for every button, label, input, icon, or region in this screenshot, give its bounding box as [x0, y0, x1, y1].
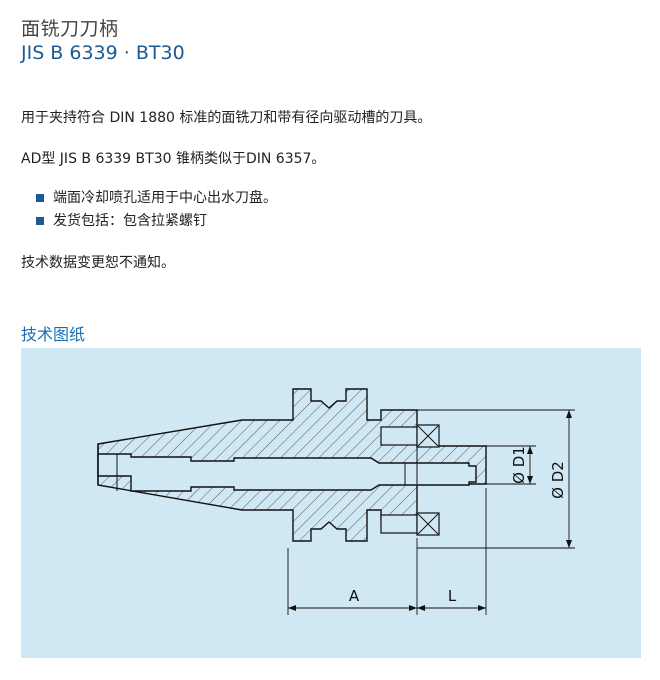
- d1-label: Ø D1: [510, 446, 528, 484]
- arrow-icon: [478, 605, 486, 611]
- coolant-hole-lower: [380, 514, 418, 534]
- description-paragraph-1: 用于夹持符合 DIN 1880 标准的面铣刀和带有径向驱动槽的刀具。: [21, 110, 432, 126]
- l-label: L: [448, 587, 457, 605]
- feature-list: 端面冷却喷孔适用于中心出水刀盘。 发货包括：包含拉紧螺钉: [36, 186, 277, 232]
- arrow-icon: [527, 476, 533, 484]
- holder-inner-bore: [97, 453, 477, 492]
- coolant-hole-upper: [380, 426, 418, 446]
- d2-label: Ø D2: [549, 461, 567, 499]
- screw-cross-line: [416, 424, 440, 448]
- page-subtitle: JIS B 6339 · BT30: [21, 42, 185, 64]
- arrow-icon: [288, 605, 296, 611]
- list-item-text: 端面冷却喷孔适用于中心出水刀盘。: [53, 189, 277, 206]
- tool-holder-drawing: Ø D1 Ø D2 A L: [97, 388, 575, 615]
- technical-drawing-panel: Ø D1 Ø D2 A L: [21, 348, 641, 658]
- arrow-icon: [566, 540, 572, 548]
- arrow-icon: [417, 605, 425, 611]
- disclaimer-text: 技术数据变更恕不通知。: [21, 255, 175, 271]
- list-item: 端面冷却喷孔适用于中心出水刀盘。: [36, 186, 277, 209]
- bullet-square-icon: [36, 216, 44, 225]
- arrow-icon: [409, 605, 417, 611]
- list-item: 发货包括：包含拉紧螺钉: [36, 209, 277, 232]
- arrow-icon: [566, 410, 572, 418]
- list-item-text: 发货包括：包含拉紧螺钉: [53, 212, 207, 229]
- a-label: A: [349, 587, 360, 605]
- description-paragraph-2: AD型 JIS B 6339 BT30 锥柄类似于DIN 6357。: [21, 151, 326, 167]
- page-title: 面铣刀刀柄: [21, 18, 119, 40]
- screw-cross-line: [416, 512, 440, 536]
- bullet-square-icon: [36, 193, 44, 202]
- section-title-technical-drawing: 技术图纸: [21, 325, 86, 344]
- arrow-icon: [527, 446, 533, 454]
